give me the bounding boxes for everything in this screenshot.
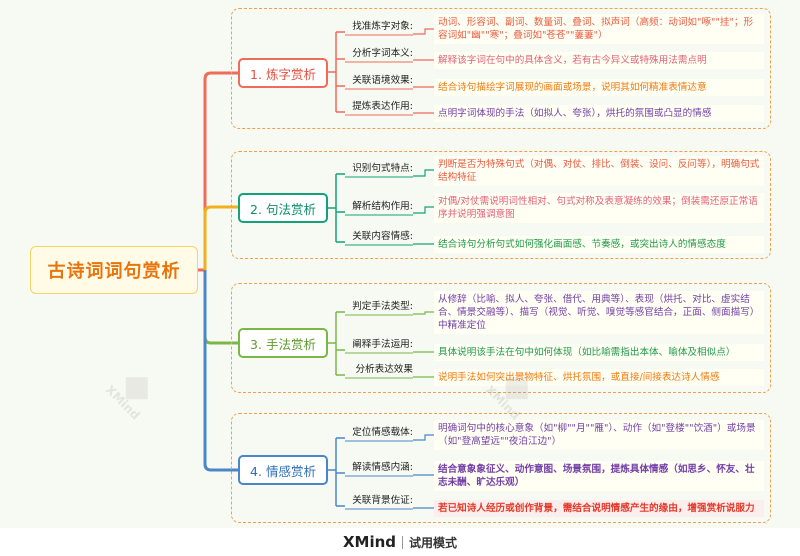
- xmind-logo-icon: [125, 377, 148, 400]
- branch-connector: [328, 174, 337, 242]
- branch-connector: [336, 311, 345, 376]
- subtopic-label[interactable]: 解读情感内涵:: [352, 462, 413, 473]
- subtopic-label[interactable]: 关联背景佐证:: [352, 495, 413, 506]
- subtopic-label[interactable]: 分析字词本义:: [352, 48, 413, 59]
- root-topic[interactable]: 古诗词词句赏析: [30, 246, 198, 294]
- root-connector: [203, 270, 238, 472]
- leaf-connectors: [413, 28, 434, 114]
- branch-connector: [336, 437, 345, 507]
- leaf-connectors: [413, 169, 434, 245]
- leaf-connectors: [413, 434, 434, 509]
- branch-connector: [328, 438, 337, 506]
- subtopic-label[interactable]: 识别句式特点:: [352, 163, 413, 174]
- branch-topic-4[interactable]: 4. 情感赏析: [238, 455, 328, 485]
- root-connector: [198, 71, 238, 272]
- subtopic-label[interactable]: 定位情感载体:: [352, 427, 413, 438]
- branch-connector: [328, 312, 337, 375]
- footer-brand: XMind: [342, 533, 397, 551]
- branch-topic-1[interactable]: 1. 炼字赏析: [238, 58, 328, 88]
- leaf-text[interactable]: 若已知诗人经历或创作背景，需结合说明情感产生的缘由，增强赏析说服力: [434, 500, 764, 517]
- group-frame-2: [231, 151, 771, 259]
- leaf-text[interactable]: 解释该字词在句中的具体含义，若有古今异义或特殊用法需点明: [434, 52, 764, 69]
- leaf-text[interactable]: 从修辞（比喻、拟人、夸张、借代、用典等）、表现（烘托、对比、虚实结合、情景交融等…: [434, 291, 764, 334]
- footer-mode: 试用模式: [409, 535, 458, 550]
- subtopic-label[interactable]: 提炼表达作用:: [352, 101, 413, 112]
- xmind-logo-icon: [505, 377, 528, 400]
- leaf-text[interactable]: 结合诗句分析句式如何强化画面感、节奏感，或突出诗人的情感态度: [434, 236, 764, 253]
- leaf-text[interactable]: 动词、形容词、副词、数量词、叠词、拟声词（高频：动词如"啄""挂"；形容词如"幽…: [434, 14, 764, 44]
- subtopic-label[interactable]: 找准炼字对象:: [352, 21, 413, 32]
- sub-underlines: [345, 314, 413, 379]
- subtopic-label[interactable]: 关联语境效果:: [352, 75, 413, 86]
- leaf-text[interactable]: 具体说明该手法在句中如何体现（如比喻需指出本体、喻体及相似点）: [434, 344, 764, 361]
- footer-bar: XMind 试用模式: [0, 528, 800, 556]
- branch-topic-2[interactable]: 2. 句法赏析: [238, 193, 328, 223]
- branch-connector: [328, 32, 337, 112]
- group-frame-1: [231, 8, 771, 129]
- branch-connector: [336, 31, 345, 113]
- sub-underlines: [345, 440, 413, 510]
- sub-underlines: [345, 34, 413, 116]
- root-connector: [203, 205, 238, 270]
- leaf-text[interactable]: 明确词句中的核心意象（如"柳""月""雁"）、动作（如"登楼""饮酒"）或场景（…: [434, 420, 764, 450]
- footer-divider: [402, 535, 404, 549]
- subtopic-label[interactable]: 关联内容情感:: [352, 231, 413, 242]
- subtopic-label[interactable]: 解析结构作用:: [352, 201, 413, 212]
- group-frame-4: [231, 413, 771, 523]
- group-frame-3: [231, 283, 771, 393]
- leaf-text[interactable]: 判断是否为特殊句式（对偶、对仗、排比、倒装、设问、反问等），明确句式结构特征: [434, 156, 764, 186]
- subtopic-label[interactable]: 判定手法类型:: [352, 301, 413, 312]
- leaf-connectors: [413, 311, 434, 378]
- subtopic-label[interactable]: 分析表达效果: [355, 364, 413, 375]
- leaf-text[interactable]: 点明字词体现的手法（如拟人、夸张），烘托的氛围或凸显的情感: [434, 105, 764, 122]
- subtopic-label[interactable]: 阐释手法运用:: [352, 339, 413, 350]
- leaf-text[interactable]: 结合诗句描绘字词展现的画面或场景，说明其如何精准表情达意: [434, 79, 764, 96]
- leaf-text[interactable]: 对偶/对仗需说明词性相对、句式对称及表意凝练的效果；倒装需还原正常语序并说明强调…: [434, 193, 764, 223]
- sub-underlines: [345, 176, 413, 246]
- branch-topic-3[interactable]: 3. 手法赏析: [238, 328, 328, 358]
- leaf-text[interactable]: 结合意象象征义、动作意图、场景氛围，提炼具体情感（如思乡、怀友、壮志未酬、旷达乐…: [434, 461, 764, 491]
- branch-connector: [336, 173, 345, 243]
- leaf-text[interactable]: 说明手法如何突出景物特征、烘托氛围，或直接/间接表达诗人情感: [434, 369, 764, 386]
